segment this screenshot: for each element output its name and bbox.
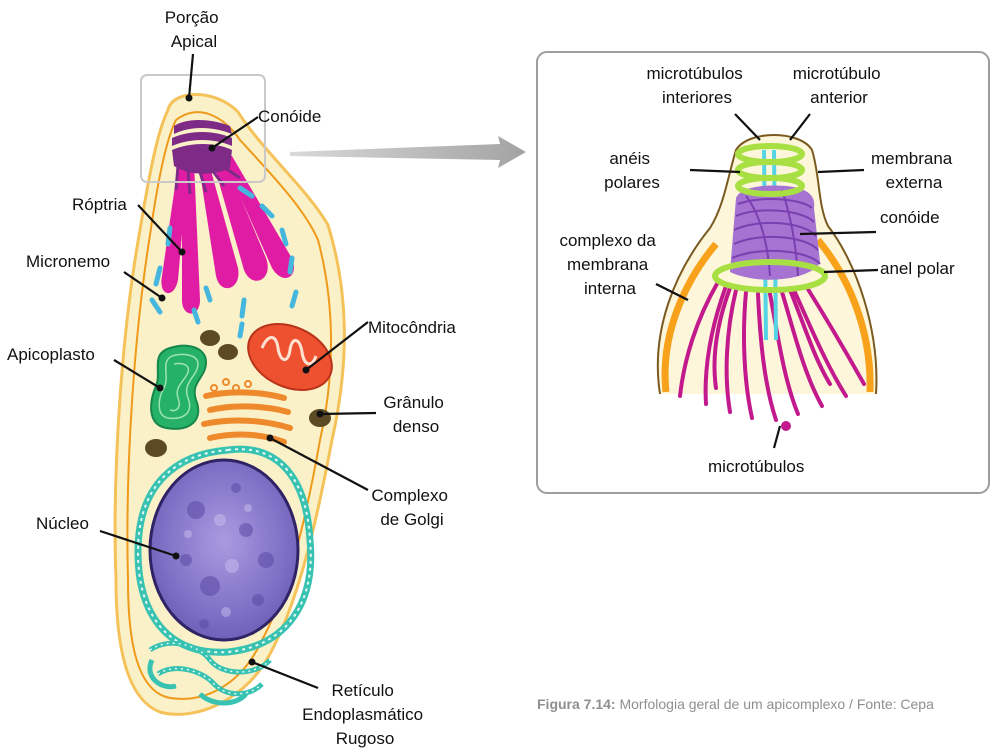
- apicomplexan-cell: [115, 75, 344, 714]
- caption-figure-number: Figura 7.14:: [537, 696, 616, 712]
- label-complexo-golgi: Complexo de Golgi: [371, 486, 452, 529]
- label-granulo-denso: Grânulo denso: [383, 393, 448, 436]
- label-microtubulos: microtúbulos: [708, 457, 804, 476]
- label-conoide-inset: conóide: [880, 208, 940, 227]
- caption-text: Morfologia geral de um apicomplexo / Fon…: [616, 696, 934, 712]
- label-apicoplasto: Apicoplasto: [7, 345, 95, 364]
- label-reticulo: Retículo Endoplasmático Rugoso: [302, 681, 428, 748]
- label-mitocondria: Mitocôndria: [368, 318, 456, 337]
- zoom-arrow: [290, 136, 526, 168]
- figure-caption: Figura 7.14: Morfologia geral de um apic…: [537, 695, 977, 713]
- label-porcao-apical: Porção Apical: [165, 8, 224, 51]
- label-roptria: Róptria: [72, 195, 127, 214]
- apical-complex-inset: microtúbulos interiores microtúbulo ante…: [537, 52, 989, 493]
- label-nucleo: Núcleo: [36, 514, 89, 533]
- nucleus: [150, 460, 298, 640]
- label-conoide: Conóide: [258, 107, 321, 126]
- label-anel-polar: anel polar: [880, 259, 955, 278]
- label-micronemo: Micronemo: [26, 252, 110, 271]
